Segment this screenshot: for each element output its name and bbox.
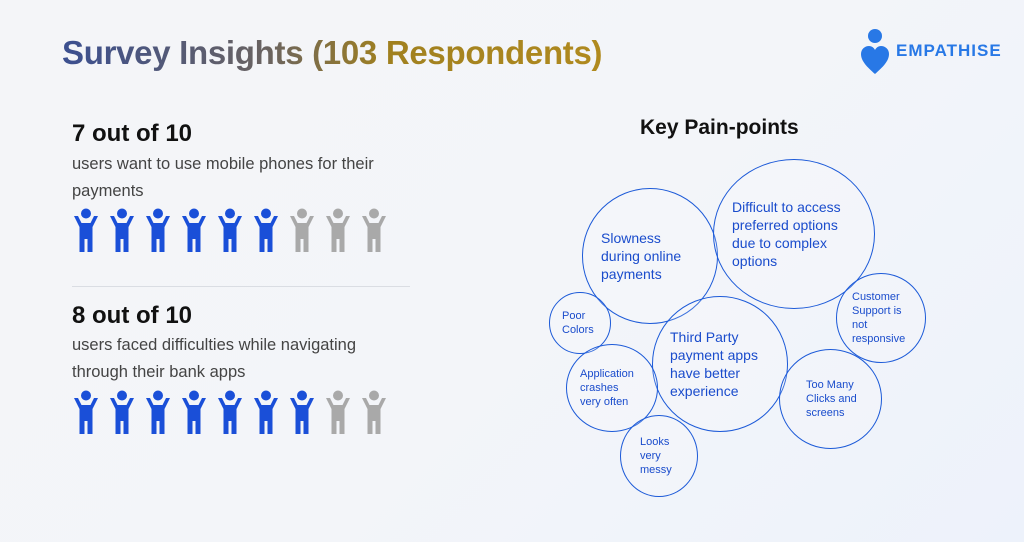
person-icon-highlighted xyxy=(108,208,144,254)
person-icon xyxy=(290,390,314,434)
pain-point-bubble: Difficult to access preferred options du… xyxy=(713,159,875,309)
person-icon xyxy=(182,390,206,434)
pain-point-label: Third Party payment apps have better exp… xyxy=(670,329,758,399)
person-icon xyxy=(182,208,206,252)
pain-point-bubble: Customer Support is not responsive xyxy=(836,273,926,363)
person-icon-highlighted xyxy=(144,208,180,254)
person-icon-highlighted xyxy=(144,390,180,436)
person-icon-highlighted xyxy=(252,208,288,254)
pain-point-label: Poor Colors xyxy=(562,310,594,336)
stat-figure: 8 out of 10 xyxy=(72,302,193,329)
person-icon-highlighted xyxy=(72,390,108,436)
pain-point-label: Application crashes very often xyxy=(580,368,634,408)
pain-point-bubble: Too Many Clicks and screens xyxy=(779,349,882,449)
stat-figure: 7 out of 10 xyxy=(72,120,193,147)
person-icon-highlighted xyxy=(108,390,144,436)
person-icon xyxy=(254,208,278,252)
person-icon-muted xyxy=(324,208,360,254)
person-icon xyxy=(110,390,134,434)
person-icon-muted xyxy=(360,208,396,254)
person-icon xyxy=(254,390,278,434)
person-icon-muted xyxy=(360,390,396,436)
person-icon-highlighted xyxy=(180,390,216,436)
divider xyxy=(72,286,410,287)
pain-point-label: Difficult to access preferred options du… xyxy=(732,199,841,269)
pain-point-bubble: Slowness during online payments xyxy=(582,188,718,324)
people-icon-row xyxy=(72,208,396,254)
people-icon-row xyxy=(72,390,396,436)
person-icon-highlighted xyxy=(72,208,108,254)
stat-description: users faced difficulties while navigatin… xyxy=(72,336,357,381)
person-icon xyxy=(362,208,386,252)
pain-point-label: Too Many Clicks and screens xyxy=(806,379,857,419)
person-icon-highlighted xyxy=(180,208,216,254)
person-icon-highlighted xyxy=(216,208,252,254)
person-icon-highlighted xyxy=(216,390,252,436)
pain-point-bubble: Poor Colors xyxy=(549,292,611,354)
page-title: Survey Insights (103 Respondents) xyxy=(62,34,603,71)
person-icon xyxy=(290,208,314,252)
person-icon xyxy=(110,208,134,252)
person-icon-muted xyxy=(288,208,324,254)
person-icon xyxy=(74,208,98,252)
pain-points-title: Key Pain-points xyxy=(640,116,799,139)
pain-point-label: Looks very messy xyxy=(640,436,672,476)
person-icon xyxy=(326,208,350,252)
person-icon xyxy=(326,390,350,434)
person-icon-highlighted xyxy=(252,390,288,436)
person-icon xyxy=(362,390,386,434)
person-icon-muted xyxy=(324,390,360,436)
person-icon xyxy=(146,390,170,434)
pain-point-bubble: Looks very messy xyxy=(620,415,698,497)
empathise-logo-icon xyxy=(861,29,889,74)
brand-logo: EMPATHISE xyxy=(860,27,1002,75)
person-icon xyxy=(218,390,242,434)
person-icon xyxy=(146,208,170,252)
person-icon xyxy=(74,390,98,434)
stat-description: users want to use mobile phones for thei… xyxy=(72,155,374,200)
pain-point-label: Customer Support is not responsive xyxy=(852,291,906,345)
pain-point-bubble: Third Party payment apps have better exp… xyxy=(652,296,788,432)
person-icon xyxy=(218,208,242,252)
pain-point-label: Slowness during online payments xyxy=(601,230,682,282)
brand-name: EMPATHISE xyxy=(896,41,1002,60)
person-icon-highlighted xyxy=(288,390,324,436)
